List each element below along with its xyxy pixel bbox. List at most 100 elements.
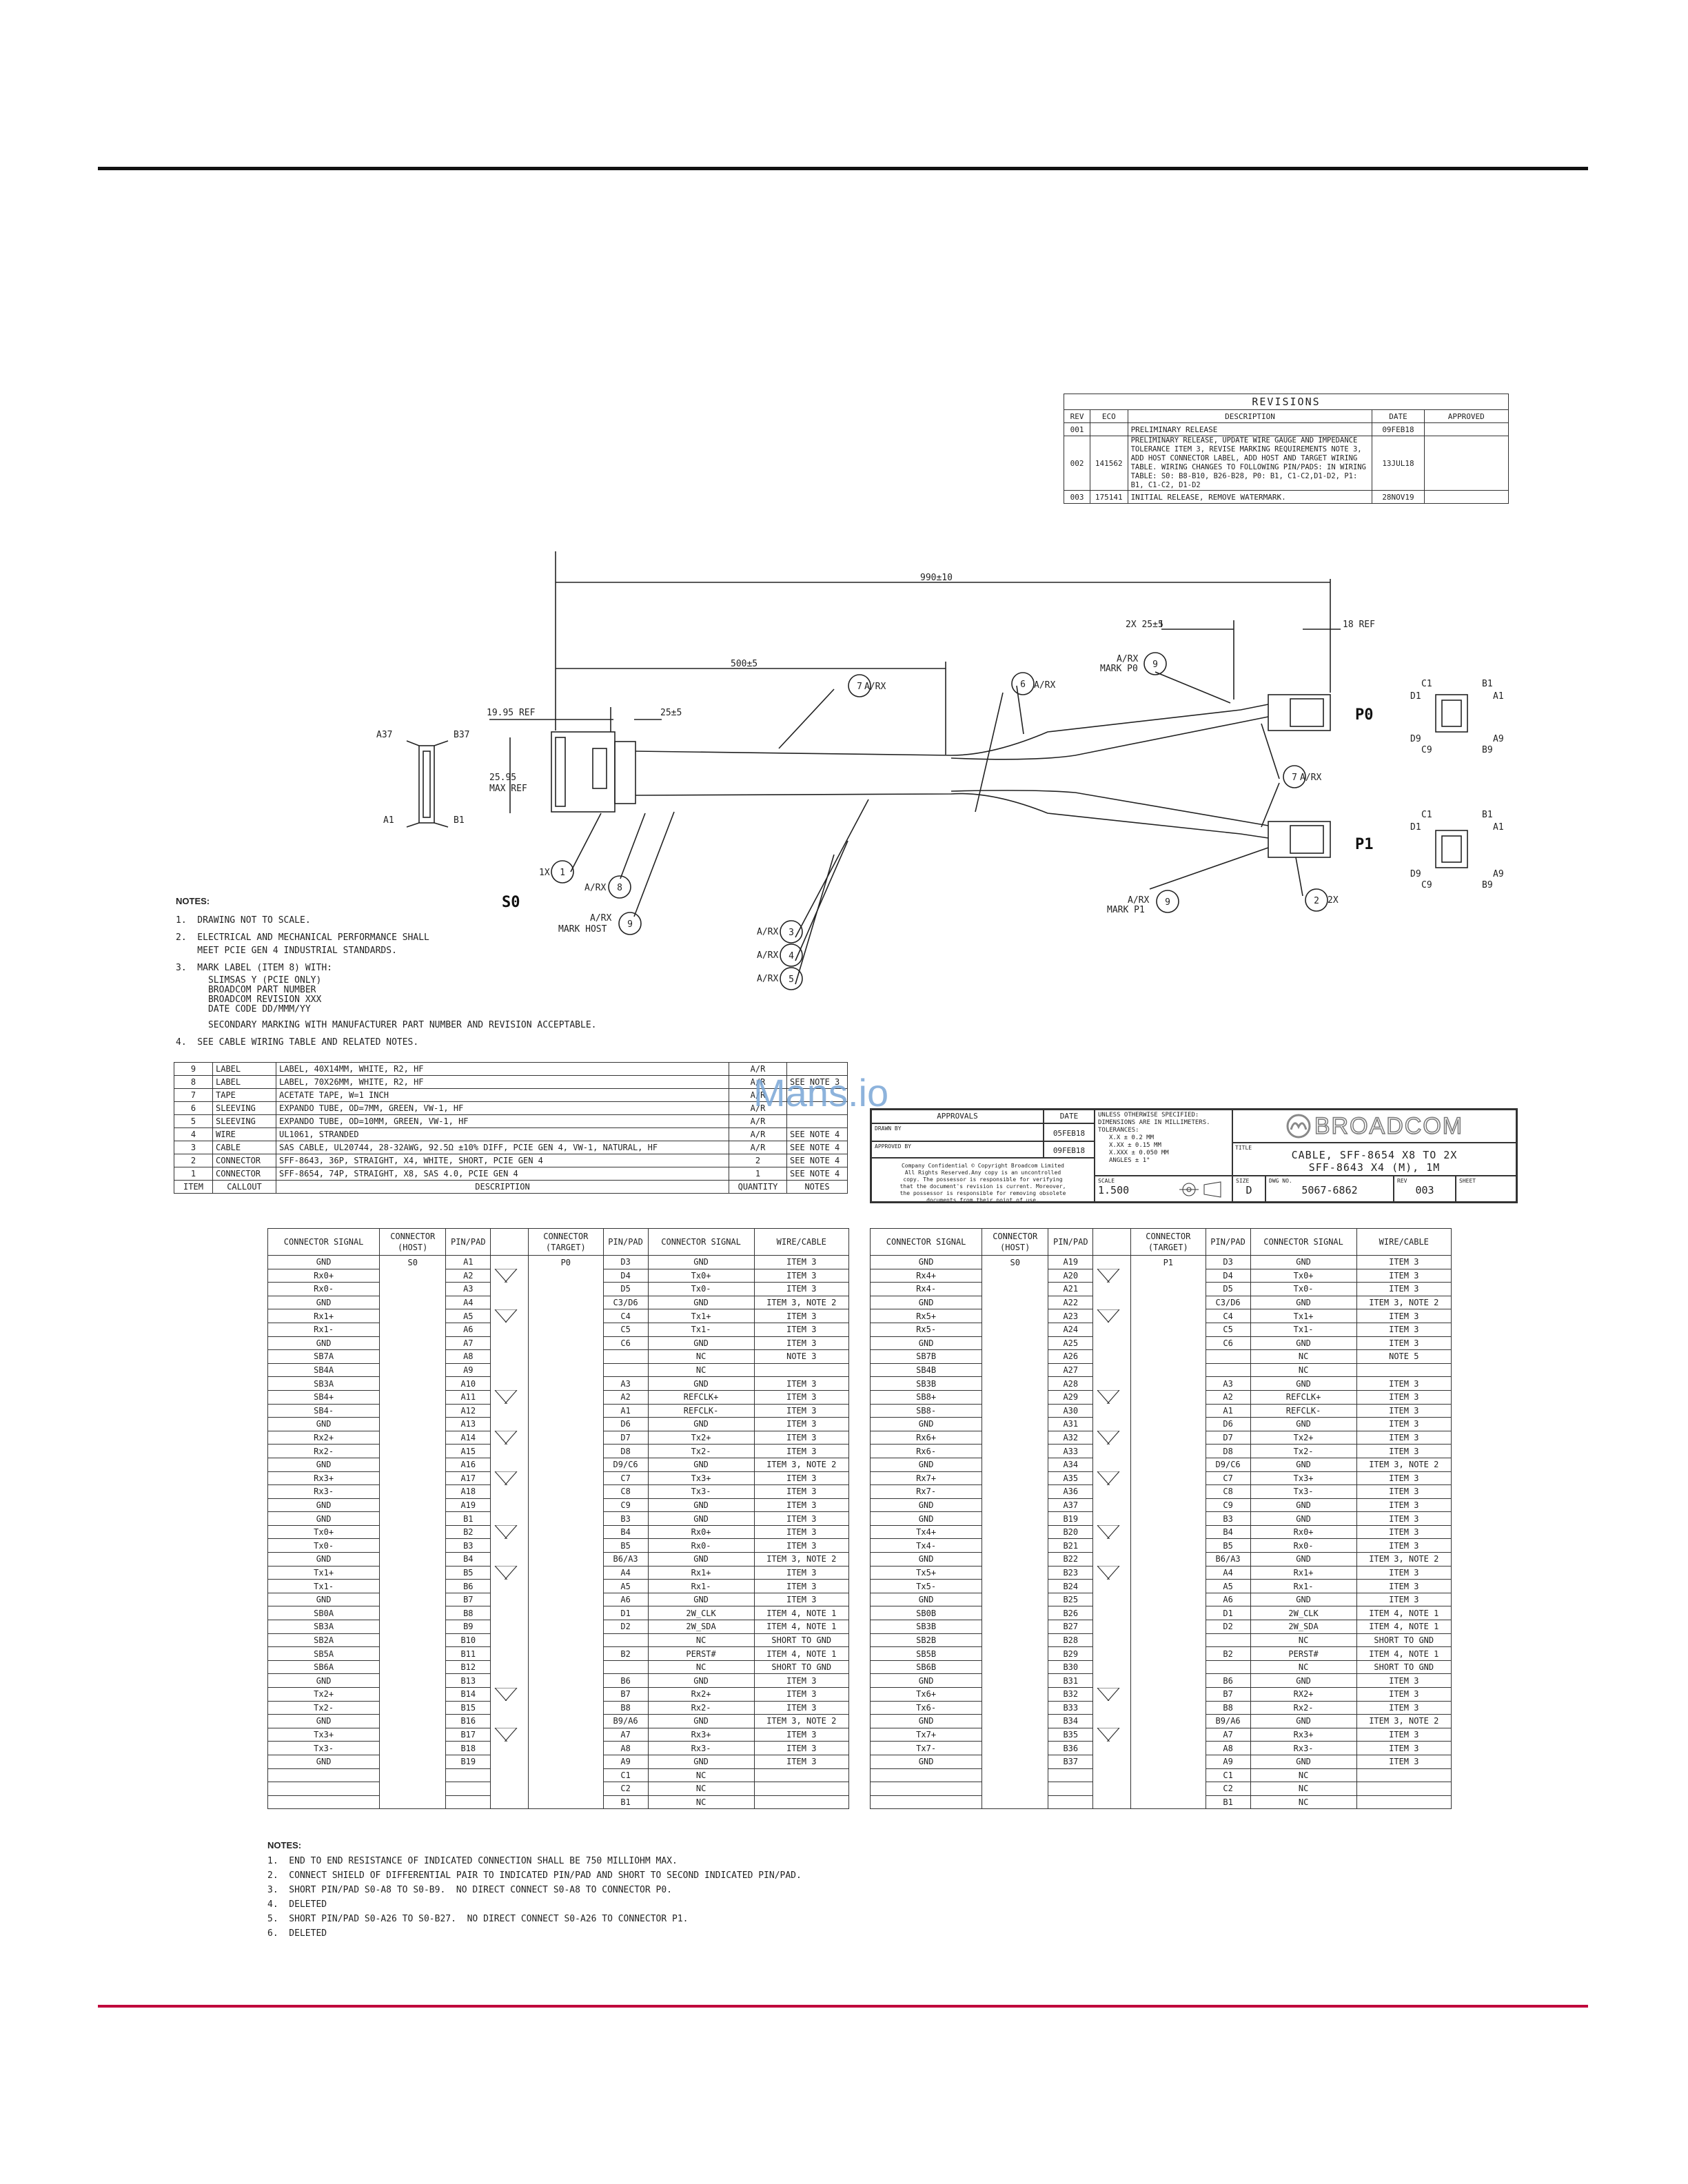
target-connector bbox=[1130, 1755, 1206, 1769]
host-pin: B19 bbox=[445, 1754, 491, 1769]
twisted-pair-marker bbox=[490, 1417, 529, 1431]
host-signal: Tx1+ bbox=[267, 1565, 380, 1580]
wiring-note-1: 1. END TO END RESISTANCE OF INDICATED CO… bbox=[267, 1856, 678, 1866]
host-signal bbox=[869, 1768, 983, 1783]
host-signal: Rx0- bbox=[267, 1282, 380, 1296]
wire-cable bbox=[753, 1768, 850, 1783]
twisted-pair-marker bbox=[490, 1768, 529, 1782]
twisted-pair-marker bbox=[490, 1404, 529, 1418]
target-signal: NC bbox=[647, 1660, 755, 1675]
wire-cable: ITEM 3 bbox=[753, 1538, 850, 1553]
host-connector bbox=[379, 1498, 447, 1512]
twisted-pair-marker bbox=[1092, 1646, 1132, 1661]
bom-item: 2 bbox=[174, 1154, 213, 1167]
target-connector bbox=[1130, 1593, 1206, 1606]
dwg-label: DWG NO. bbox=[1269, 1178, 1292, 1184]
target-signal: GND bbox=[1250, 1552, 1357, 1566]
twisted-pair-marker bbox=[1092, 1566, 1132, 1580]
notes-heading: NOTES: bbox=[176, 896, 210, 906]
twisted-pair-icon bbox=[1097, 1390, 1120, 1405]
host-pin: A33 bbox=[1048, 1444, 1094, 1458]
host-connector bbox=[379, 1646, 447, 1661]
host-connector bbox=[982, 1687, 1049, 1702]
twisted-pair-marker bbox=[1092, 1498, 1132, 1512]
host-connector bbox=[982, 1525, 1049, 1539]
target-signal: NC bbox=[1250, 1782, 1357, 1796]
wiring-header: WIRE/CABLE bbox=[753, 1228, 850, 1256]
host-signal: Rx2- bbox=[267, 1444, 380, 1458]
target-pin: B4 bbox=[602, 1524, 649, 1540]
target-connector bbox=[528, 1579, 604, 1593]
twisted-pair-marker bbox=[490, 1498, 529, 1512]
target-connector bbox=[528, 1593, 604, 1606]
twisted-pair-marker bbox=[1092, 1552, 1132, 1566]
host-connector bbox=[982, 1336, 1049, 1350]
host-connector bbox=[379, 1363, 447, 1377]
title-label: TITLE bbox=[1235, 1145, 1252, 1151]
broadcom-logo-icon bbox=[1286, 1114, 1311, 1139]
host-connector bbox=[982, 1552, 1049, 1566]
wire-cable: ITEM 4, NOTE 1 bbox=[753, 1606, 850, 1621]
bom-item: 5 bbox=[174, 1114, 213, 1128]
note-1: 1. DRAWING NOT TO SCALE. bbox=[176, 915, 311, 926]
host-pin: A13 bbox=[445, 1417, 491, 1431]
target-connector bbox=[528, 1538, 604, 1553]
host-connector bbox=[982, 1782, 1049, 1796]
target-signal: GND bbox=[1250, 1417, 1357, 1431]
target-signal: Tx1+ bbox=[1250, 1309, 1357, 1323]
label-p0-b1: B1 bbox=[1482, 679, 1493, 689]
wire-cable: ITEM 3 bbox=[1356, 1484, 1452, 1499]
host-connector bbox=[379, 1579, 447, 1593]
wiring-note-3: 3. SHORT PIN/PAD S0-A8 TO S0-B9. NO DIRE… bbox=[267, 1885, 672, 1895]
revision-date: 13JUL18 bbox=[1372, 436, 1425, 491]
target-pin: B7 bbox=[1205, 1687, 1251, 1702]
host-signal: Tx6+ bbox=[869, 1687, 983, 1702]
target-signal: NC bbox=[647, 1795, 755, 1810]
host-signal: Rx6- bbox=[869, 1444, 983, 1458]
target-signal: Rx1- bbox=[647, 1579, 755, 1593]
twisted-pair-marker bbox=[1092, 1714, 1132, 1728]
twisted-pair-marker bbox=[1092, 1579, 1132, 1593]
host-pin: B27 bbox=[1048, 1620, 1094, 1634]
target-pin: B5 bbox=[1205, 1538, 1251, 1553]
wire-cable: ITEM 3 bbox=[1356, 1471, 1452, 1486]
target-signal: NC bbox=[1250, 1633, 1357, 1648]
tolerance-line: X.XX ± 0.15 MM bbox=[1109, 1142, 1161, 1149]
host-signal: SB5B bbox=[869, 1646, 983, 1661]
target-connector bbox=[1130, 1620, 1206, 1634]
host-signal: SB0A bbox=[267, 1606, 380, 1621]
broadcom-wordmark: BROADCOM bbox=[1314, 1112, 1464, 1140]
twisted-pair-marker bbox=[1092, 1593, 1132, 1606]
wire-cable: ITEM 3 bbox=[1356, 1754, 1452, 1769]
target-connector bbox=[1130, 1566, 1206, 1580]
host-connector bbox=[379, 1390, 447, 1405]
wiring-header: CONNECTOR (HOST) bbox=[379, 1228, 447, 1256]
target-signal: Tx3- bbox=[647, 1484, 755, 1499]
target-pin: A8 bbox=[602, 1741, 649, 1755]
host-connector bbox=[379, 1714, 447, 1728]
target-connector bbox=[528, 1566, 604, 1580]
wire-cable: ITEM 3 bbox=[753, 1498, 850, 1513]
bom-callout: CONNECTOR bbox=[212, 1154, 276, 1167]
label-p1-c9: C9 bbox=[1421, 880, 1432, 890]
target-pin: D6 bbox=[1205, 1417, 1251, 1431]
bom-description: SAS CABLE, UL20744, 28-32AWG, 92.5Ω ±10%… bbox=[276, 1141, 729, 1154]
wire-cable: ITEM 3 bbox=[1356, 1417, 1452, 1431]
target-connector bbox=[1130, 1431, 1206, 1445]
target-pin: C9 bbox=[602, 1498, 649, 1513]
